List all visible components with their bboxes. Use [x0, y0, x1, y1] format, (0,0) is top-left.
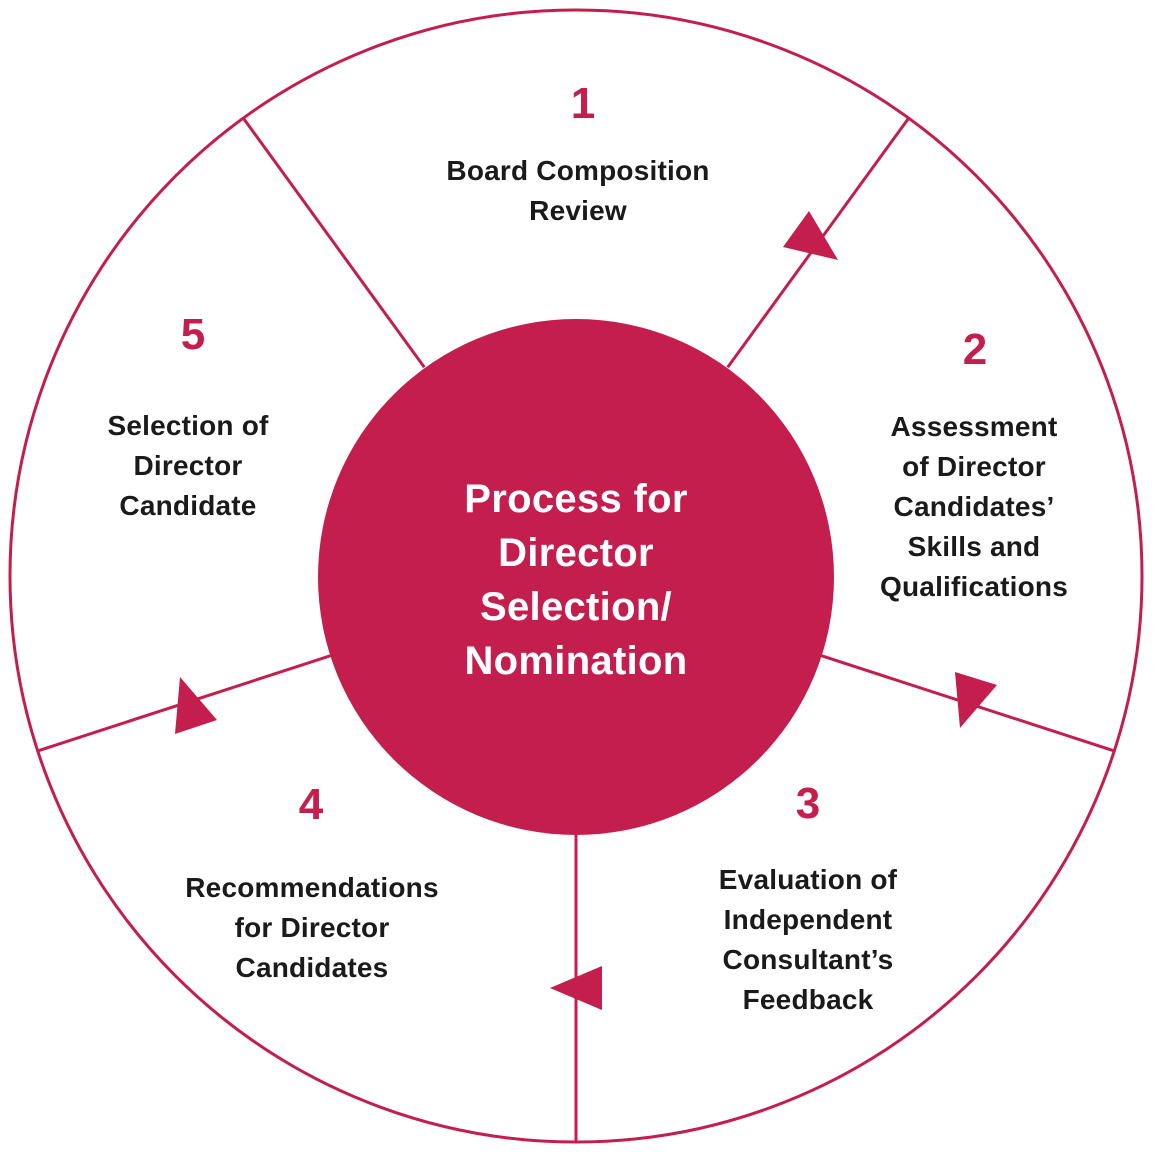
step-3-label: Evaluation of Independent Consultant’s F…	[718, 863, 898, 1016]
center-hub-circle	[318, 319, 834, 835]
center-hub-label: Process for Director Selection/ Nominati…	[464, 477, 688, 683]
flow-arrow-1-2	[783, 211, 838, 260]
step-1-label: Board Composition Review	[446, 154, 710, 226]
step-5-number: 5	[180, 310, 206, 359]
step-5-label: Selection of Director Candidate	[107, 409, 269, 522]
flow-arrow-2-3	[955, 672, 997, 728]
step-3-number: 3	[795, 779, 821, 828]
flow-arrow-3-4	[550, 966, 602, 1010]
step-4-label: Recommendations for Director Candidates	[185, 871, 439, 984]
step-2-label: Assessment of Director Candidates’ Skill…	[880, 410, 1068, 603]
flow-arrow-4-5	[175, 677, 217, 734]
divider-line-5-1	[242, 117, 426, 369]
step-2-number: 2	[962, 325, 988, 374]
step-1-number: 1	[570, 79, 596, 128]
step-4-number: 4	[298, 780, 324, 829]
